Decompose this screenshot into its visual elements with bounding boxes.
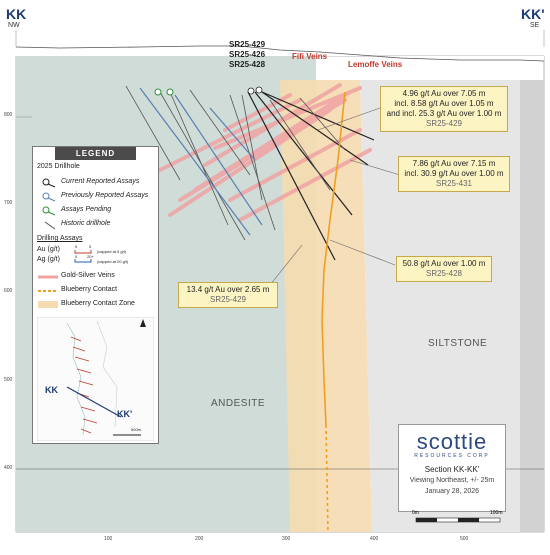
x-tick: 300 (282, 536, 291, 542)
inset-map (37, 317, 154, 441)
assays-pending-icon (42, 206, 56, 216)
legend-ag-note: (capped at 20 g/t) (97, 259, 129, 264)
vein-swatch-icon (38, 275, 58, 279)
legend-ag-min: 0 (75, 254, 78, 259)
lemoffe-veins-label: Lemoffe Veins (348, 60, 403, 69)
scale-bar-end: 100m (490, 510, 503, 516)
rock-unit-andesite: ANDESITE (211, 398, 266, 409)
legend-item-contact: Blueberry Contact (33, 285, 158, 296)
section-start-label: KK (6, 6, 27, 22)
drillhole-label: SR25-429 (229, 40, 266, 49)
legend-au-note: (capped at 5 g/t) (97, 249, 127, 254)
legend-title: LEGEND (55, 147, 136, 160)
assay-callout: 4.96 g/t Au over 7.05 m incl. 8.58 g/t A… (380, 86, 508, 132)
fifi-veins-label: Fifi Veins (292, 52, 328, 61)
assay-callout: 13.4 g/t Au over 2.65 m SR25-429 (178, 282, 278, 308)
y-tick: 500 (4, 377, 13, 383)
x-tick: 400 (370, 536, 379, 542)
y-tick: 600 (4, 288, 13, 294)
legend-item: Historic drillhole (33, 219, 158, 230)
company-subtitle: RESOURCES CORP (414, 453, 490, 459)
legend-au-min: 0 (75, 244, 78, 249)
title-block: scottie RESOURCES CORP Section KK-KK' Vi… (398, 424, 506, 512)
legend: LEGEND 2025 Drillhole Current Reported A… (32, 146, 159, 444)
x-tick: 500 (460, 536, 469, 542)
legend-au-label: Au (g/t) (37, 246, 60, 253)
section-end-direction: SE (530, 22, 540, 29)
section-start-direction: NW (8, 22, 20, 29)
legend-item: Current Reported Assays (33, 177, 158, 188)
rock-unit-siltstone: SILTSTONE (428, 338, 488, 349)
assay-scale-icon (74, 250, 92, 263)
previous-assay-icon (42, 192, 56, 202)
section-date: January 28, 2026 (424, 488, 480, 495)
historic-drillhole-icon (44, 221, 56, 230)
drillhole-label: SR25-428 (229, 60, 266, 69)
inset-scale-label: 500m (131, 427, 142, 432)
y-tick: 400 (4, 465, 13, 471)
current-assay-icon (42, 178, 56, 188)
scale-bar-start: 0m (412, 510, 419, 516)
viewing-direction: Viewing Northeast, +/- 25m (409, 477, 495, 484)
legend-item: Assays Pending (33, 205, 158, 216)
legend-item-veins: Gold-Silver Veins (33, 271, 158, 282)
x-tick: 200 (195, 536, 204, 542)
inset-start-label: KK (45, 385, 58, 395)
legend-item-contact-zone: Blueberry Contact Zone (33, 299, 158, 310)
drillhole-labels: SR25-429 SR25-426 SR25-428 (229, 40, 265, 70)
contact-swatch-icon (38, 290, 58, 292)
legend-ag-label: Ag (g/t) (37, 256, 60, 263)
assay-callout: 7.86 g/t Au over 7.15 m incl. 30.9 g/t A… (398, 156, 510, 192)
drillhole-label: SR25-426 (229, 50, 266, 59)
legend-assays-heading: Drilling Assays (37, 235, 83, 242)
legend-item: Previously Reported Assays (33, 191, 158, 202)
company-logo: scottie (416, 429, 488, 454)
contact-zone-swatch-icon (38, 301, 58, 308)
legend-ag-max: 20+ (87, 254, 94, 259)
inset-end-label: KK' (117, 409, 133, 419)
x-tick: 100 (104, 536, 113, 542)
section-title: Section KK-KK' (424, 465, 480, 474)
y-tick: 700 (4, 200, 13, 206)
y-tick: 800 (4, 112, 13, 118)
section-end-label: KK' (521, 6, 545, 22)
assay-callout: 50.8 g/t Au over 1.00 m SR25-428 (396, 256, 492, 282)
legend-drillhole-heading: 2025 Drillhole (37, 163, 80, 170)
legend-au-max: 5 (89, 244, 92, 249)
